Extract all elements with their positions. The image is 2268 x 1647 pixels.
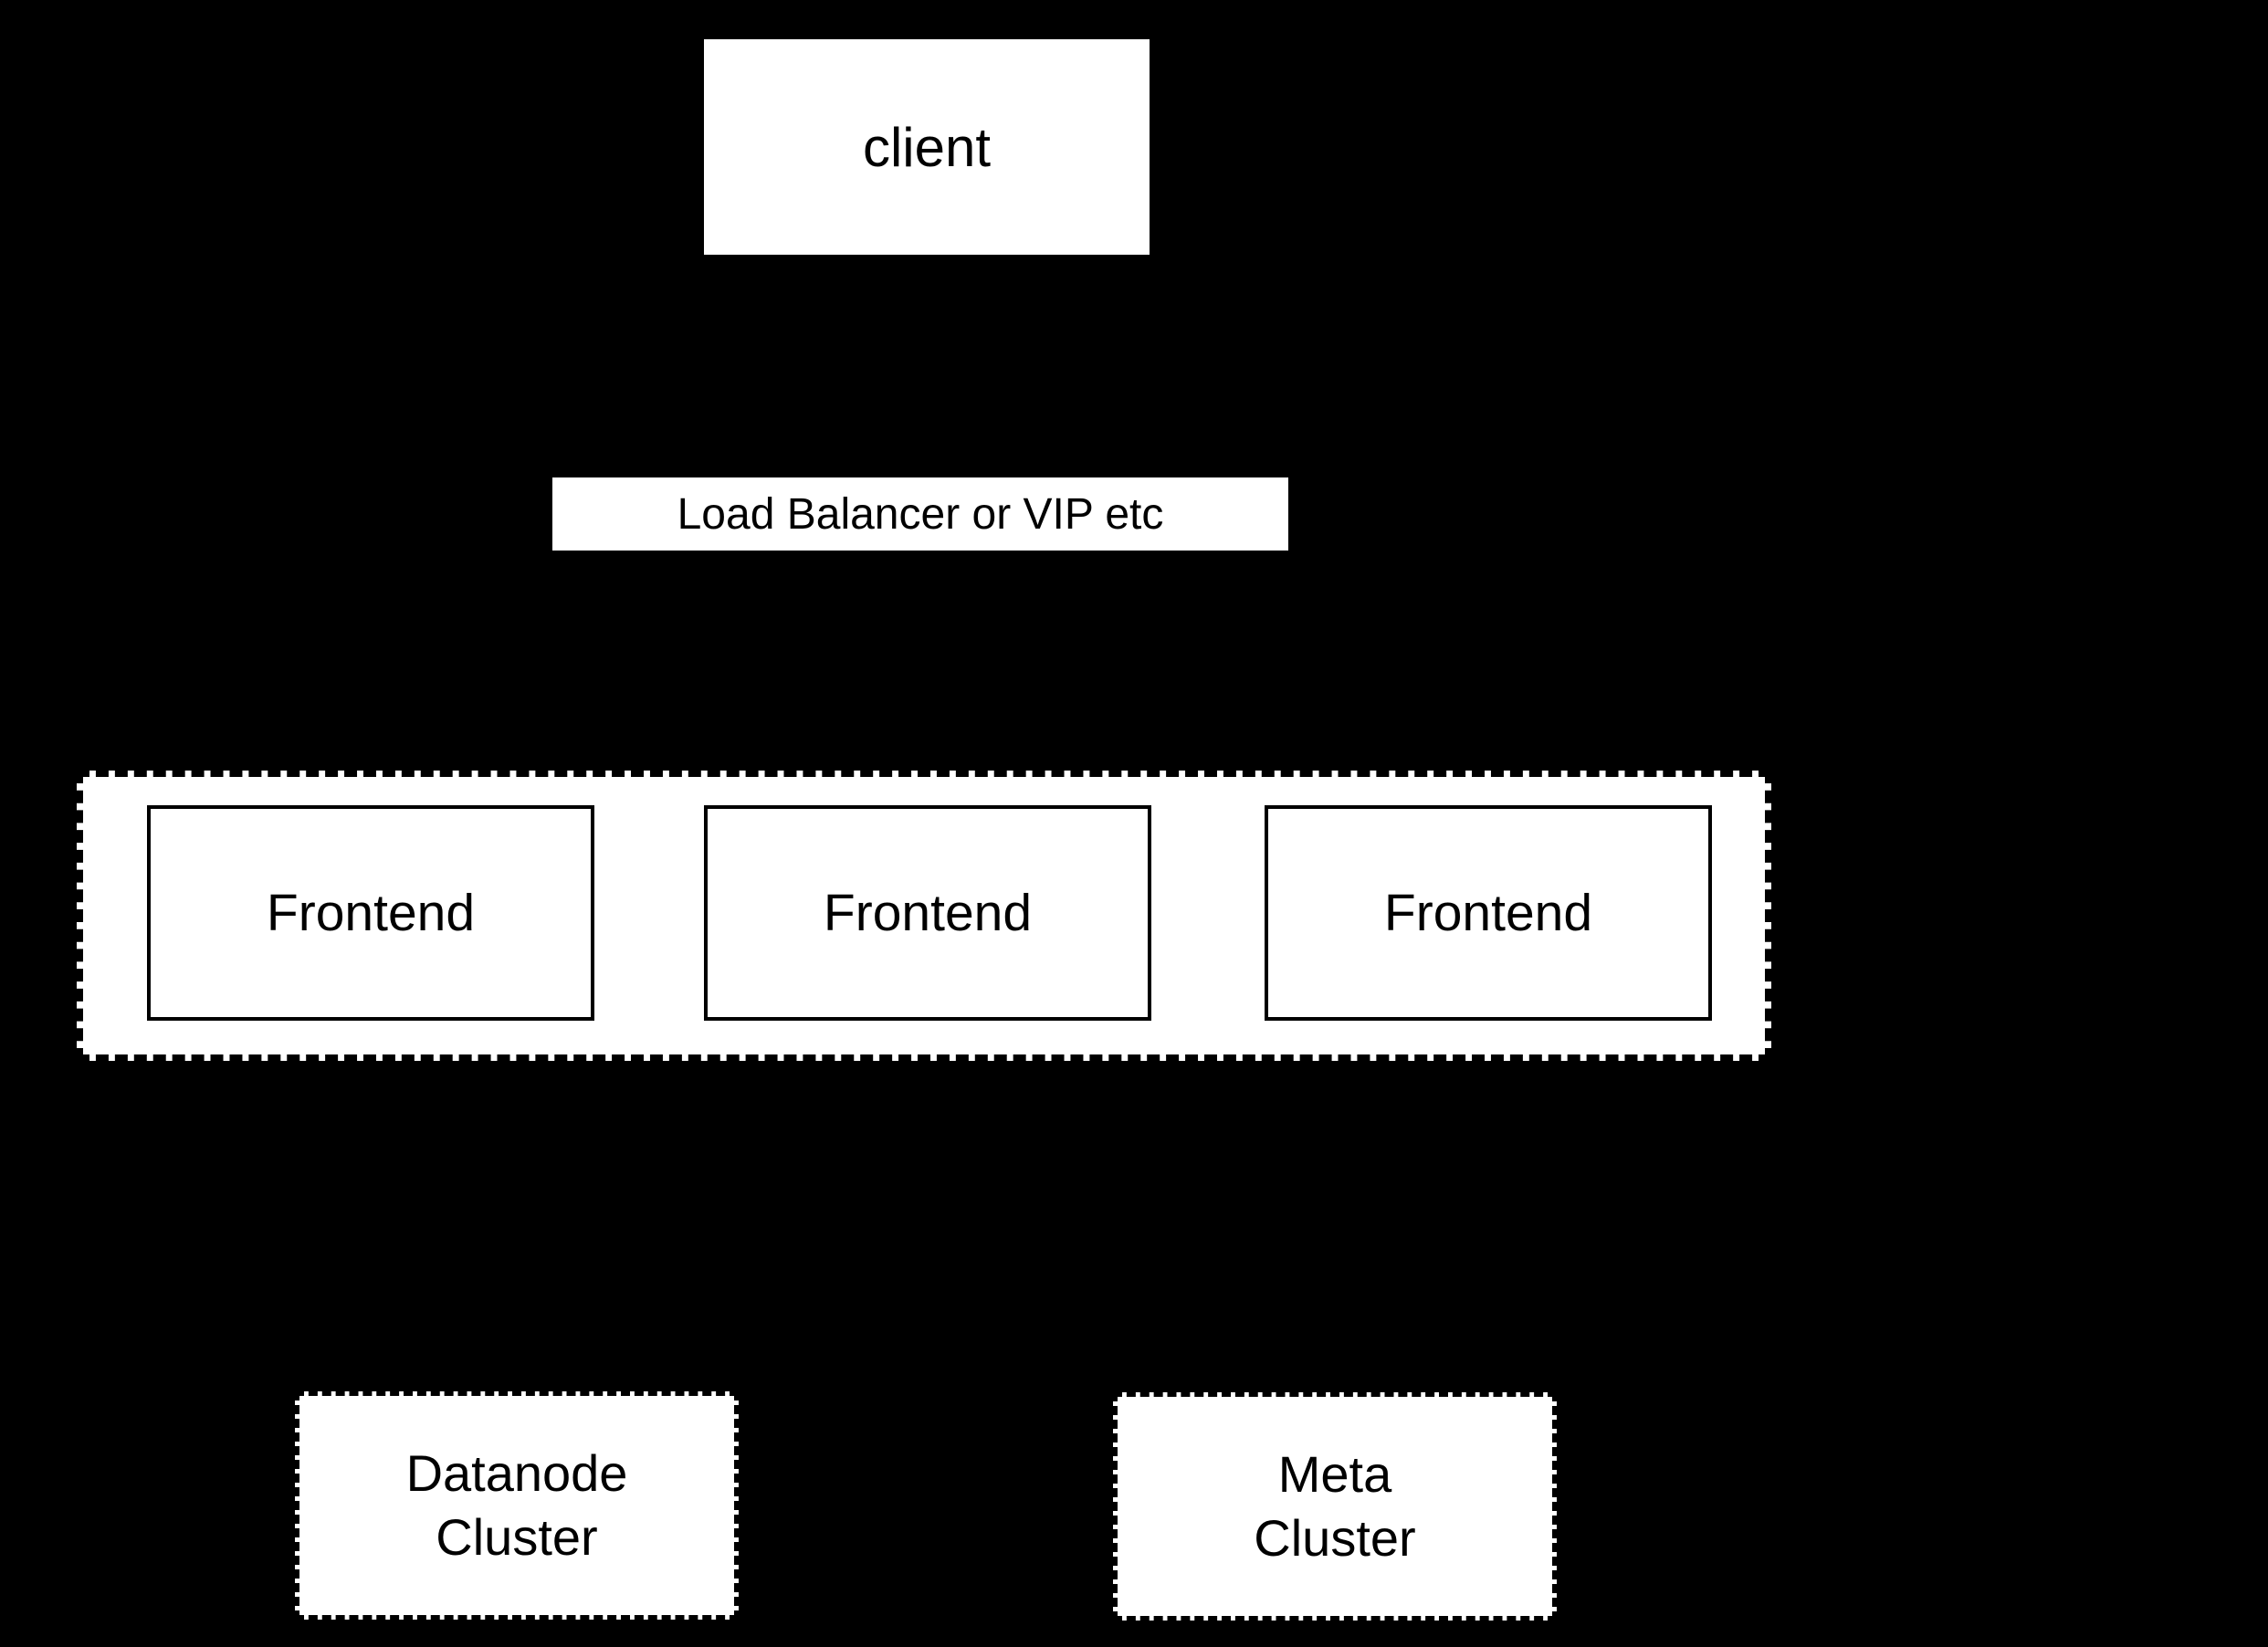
meta-cluster-node: Meta Cluster xyxy=(1113,1392,1557,1621)
load-balancer-node: Load Balancer or VIP etc xyxy=(552,477,1288,551)
frontend-cluster-container: Frontend Frontend Frontend xyxy=(77,771,1771,1061)
datanode-cluster-node: Datanode Cluster xyxy=(295,1391,739,1620)
client-node: client xyxy=(704,39,1150,255)
frontend-node-1-label: Frontend xyxy=(266,884,476,942)
frontend-node-2: Frontend xyxy=(704,805,1151,1021)
datanode-cluster-label-line2: Cluster xyxy=(436,1508,598,1566)
meta-cluster-label-line2: Cluster xyxy=(1254,1509,1416,1567)
frontend-node-3: Frontend xyxy=(1265,805,1712,1021)
client-node-label: client xyxy=(862,116,992,178)
frontend-node-3-label: Frontend xyxy=(1383,884,1593,942)
frontend-node-1: Frontend xyxy=(147,805,594,1021)
meta-cluster-label-line1: Meta xyxy=(1277,1445,1392,1503)
load-balancer-node-label: Load Balancer or VIP etc xyxy=(677,489,1164,539)
frontend-node-2-label: Frontend xyxy=(823,884,1033,942)
datanode-cluster-label-line1: Datanode xyxy=(405,1444,628,1502)
